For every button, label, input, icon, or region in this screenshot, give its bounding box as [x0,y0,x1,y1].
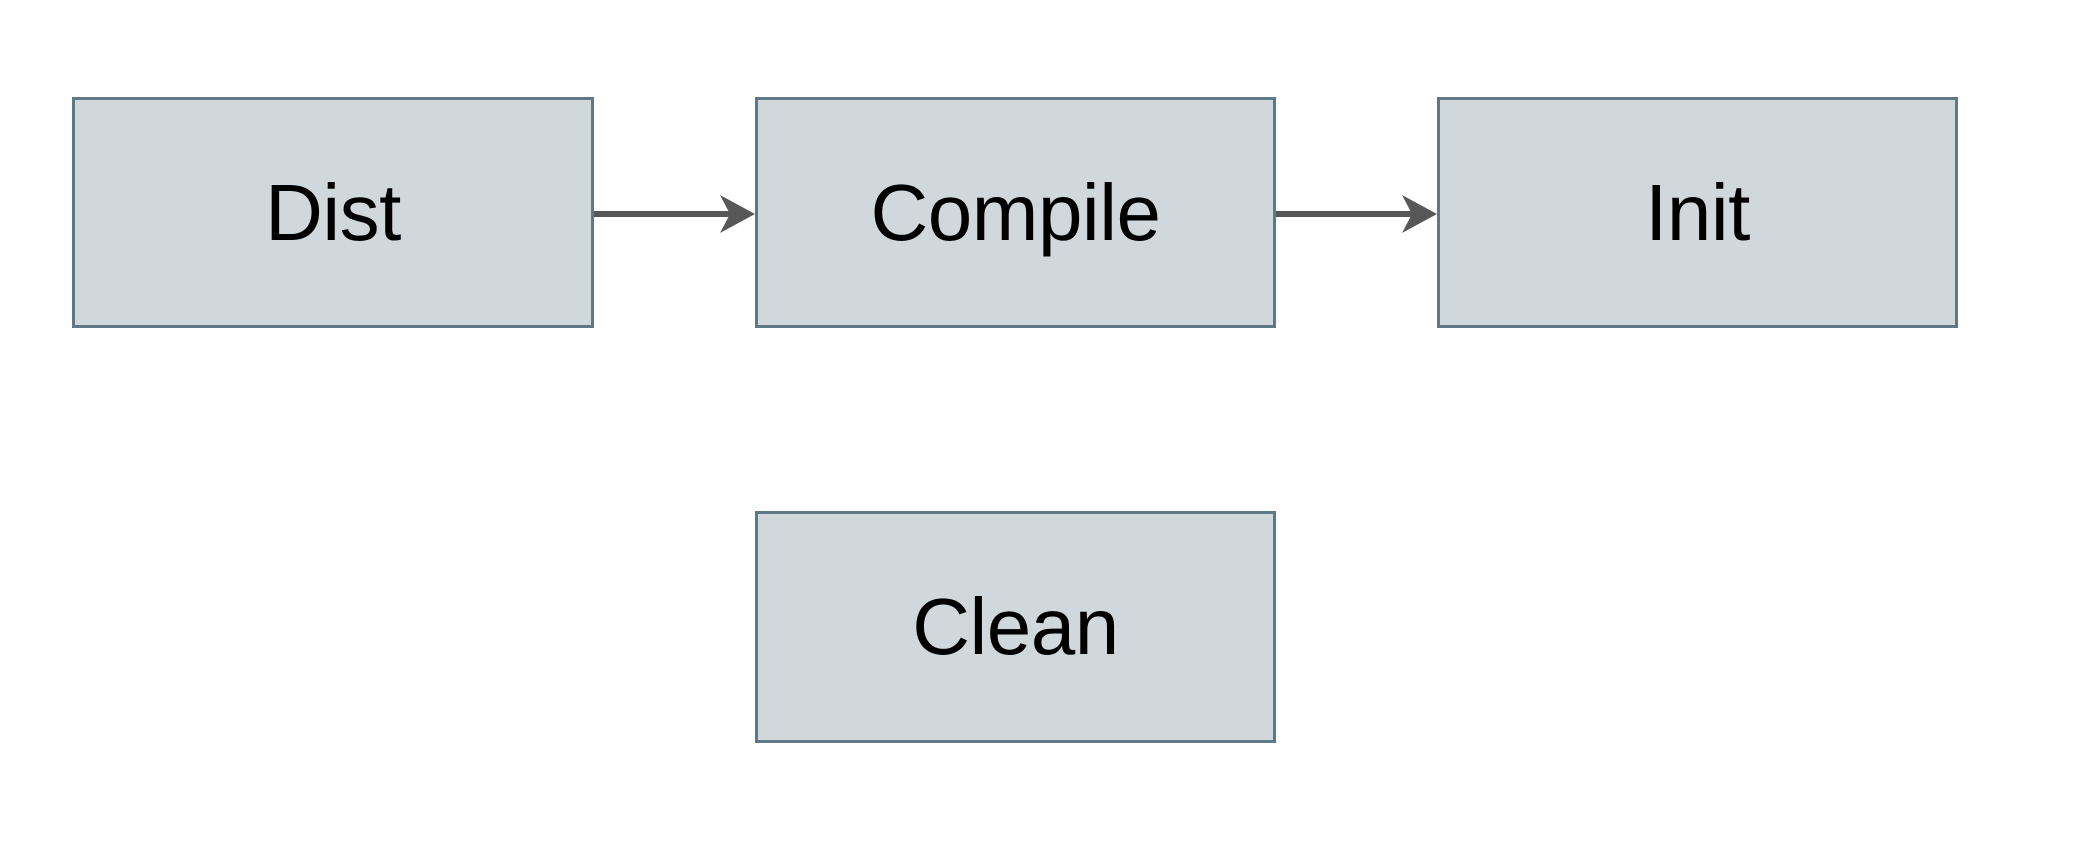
arrowhead-icon [1402,195,1437,233]
node-dist-label: Dist [265,167,401,257]
node-dist[interactable]: Dist [72,97,594,328]
node-clean-label: Clean [912,582,1119,671]
edge-compile-to-init[interactable] [1276,183,1437,245]
node-compile[interactable]: Compile [755,97,1276,328]
edge-dist-to-compile-svg [594,195,755,233]
edge-dist-to-compile[interactable] [594,183,755,245]
node-clean[interactable]: Clean [755,511,1276,743]
arrowhead-icon [720,195,755,233]
node-init-label: Init [1645,167,1750,257]
edge-compile-to-init-svg [1276,195,1437,233]
node-init[interactable]: Init [1437,97,1958,328]
node-compile-label: Compile [870,167,1161,257]
